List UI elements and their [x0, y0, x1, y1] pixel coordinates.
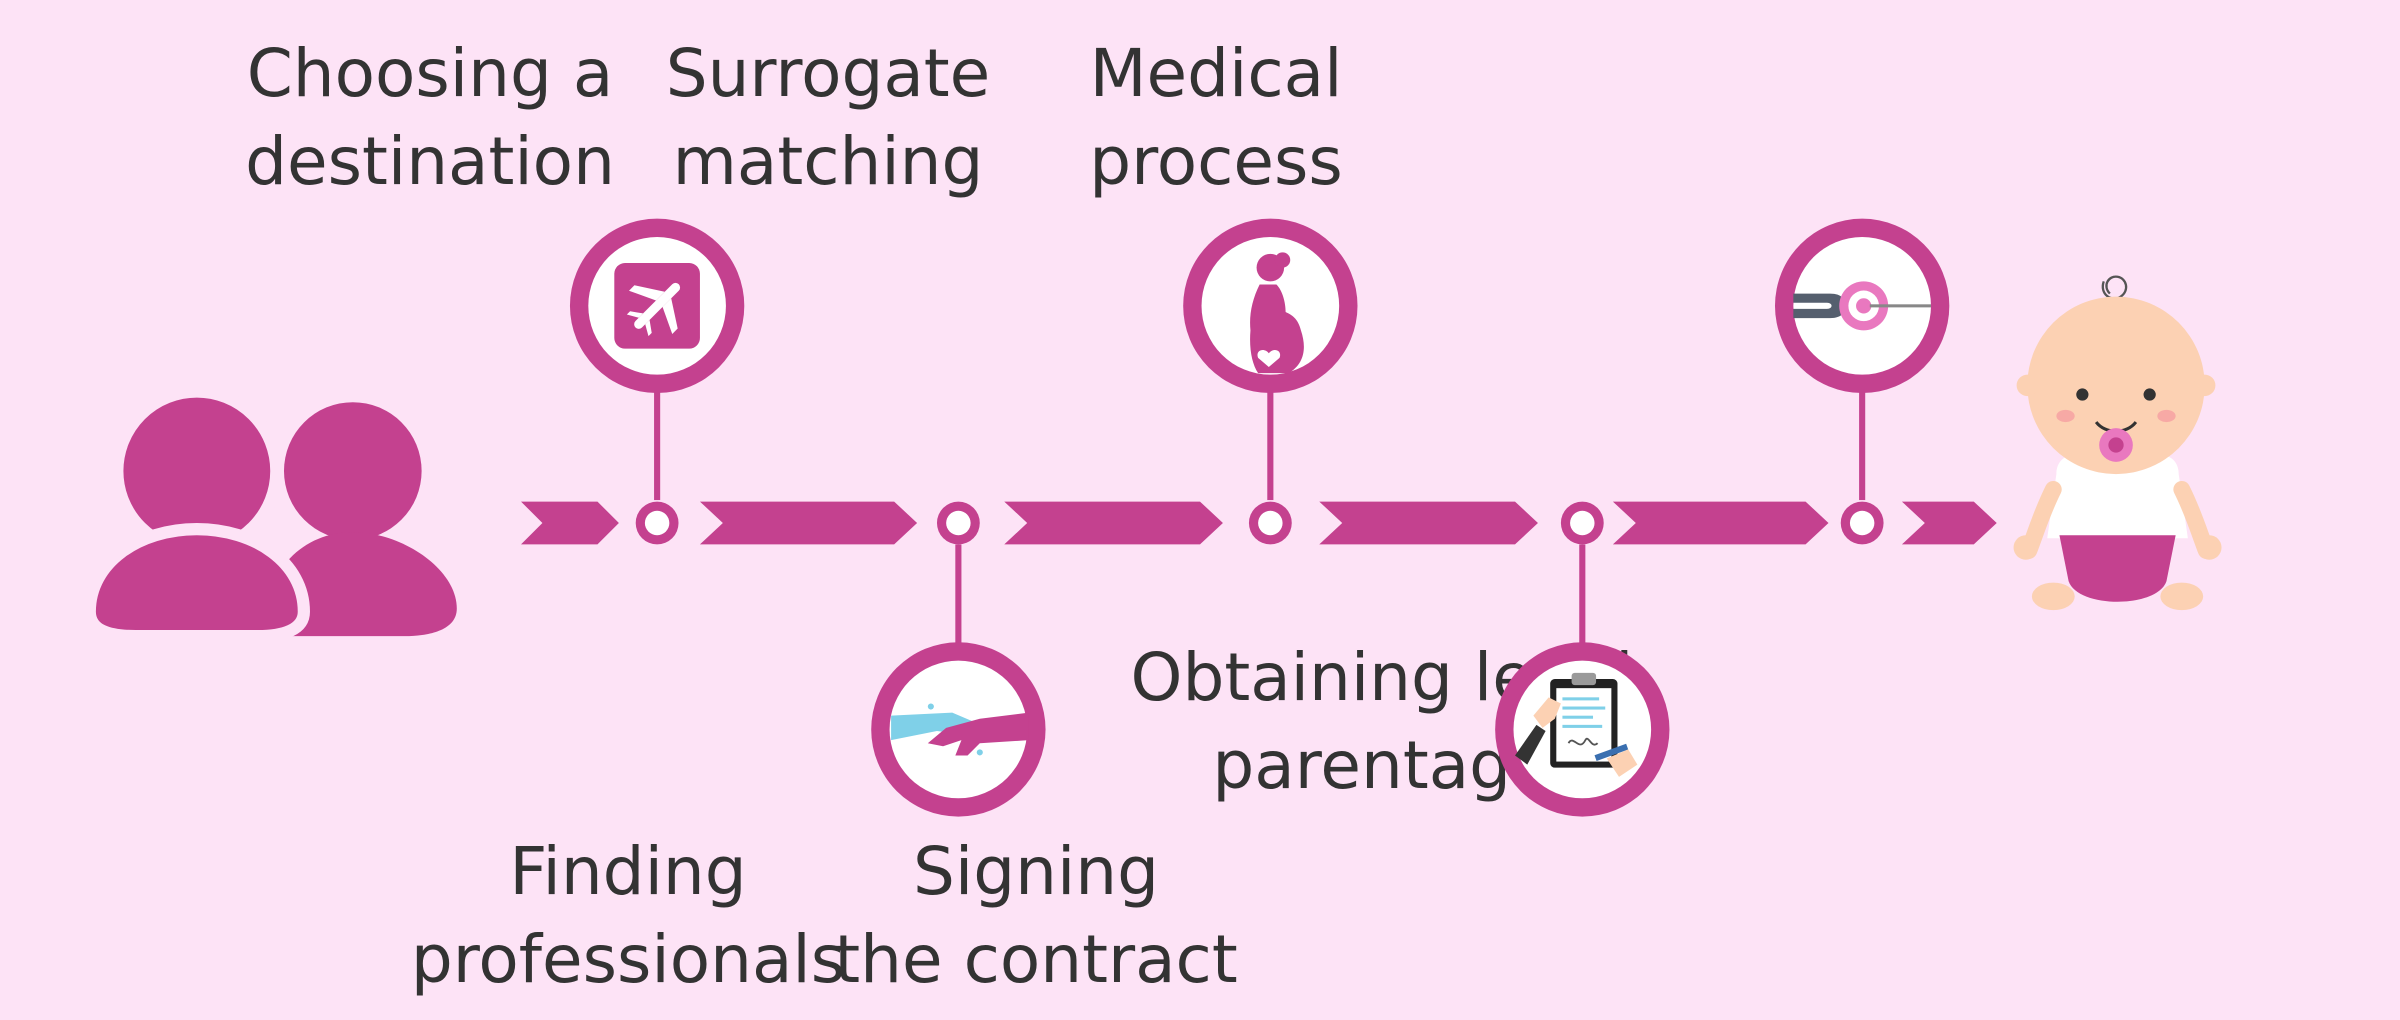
timeline-arrow	[521, 501, 619, 545]
step-label-line: Signing	[912, 833, 1160, 910]
step-label-line: the contract	[834, 921, 1238, 998]
step-node-medical-process	[1774, 218, 1950, 545]
timeline-arrow	[1319, 501, 1538, 545]
step-label-finding-professionals: Finding professionals	[348, 828, 908, 1004]
step-label-line: Medical	[1089, 35, 1343, 112]
step-label-choosing-destination: Choosing a destination	[170, 30, 690, 206]
step-label-line: Choosing a	[246, 35, 614, 112]
step-node-finding-professionals	[871, 501, 1046, 817]
step-label-signing-contract: Signing the contract	[756, 828, 1316, 1004]
baby-icon	[2013, 275, 2222, 611]
step-label-line: professionals	[410, 921, 846, 998]
step-label-line: Finding	[509, 833, 747, 910]
step-label-medical-process: Medical process	[996, 30, 1436, 206]
pregnant-woman-icon	[1250, 252, 1304, 374]
timeline-arrow	[1612, 501, 1829, 545]
contract-signing-icon	[1515, 672, 1638, 777]
step-label-surrogate-matching: Surrogate matching	[568, 30, 1088, 206]
handshake-icon	[891, 703, 1029, 756]
step-label-line: process	[1089, 123, 1343, 200]
step-label-line: destination	[245, 123, 615, 200]
timeline-arrows	[521, 501, 1997, 545]
step-label-line: Surrogate	[665, 35, 991, 112]
step-node-choosing-destination	[569, 218, 745, 545]
step-label-line: matching	[672, 123, 984, 200]
timeline-arrow	[1901, 501, 1997, 545]
timeline-arrow	[1004, 501, 1223, 545]
step-node-surrogate-matching	[1183, 218, 1358, 545]
parents-icon	[83, 385, 457, 643]
step-node-signing-contract	[1495, 501, 1670, 817]
timeline-arrow	[699, 501, 918, 545]
airplane-icon	[614, 263, 700, 349]
ivf-embryo-icon	[1793, 281, 1931, 331]
end-label-line: parentage	[1212, 727, 1552, 804]
